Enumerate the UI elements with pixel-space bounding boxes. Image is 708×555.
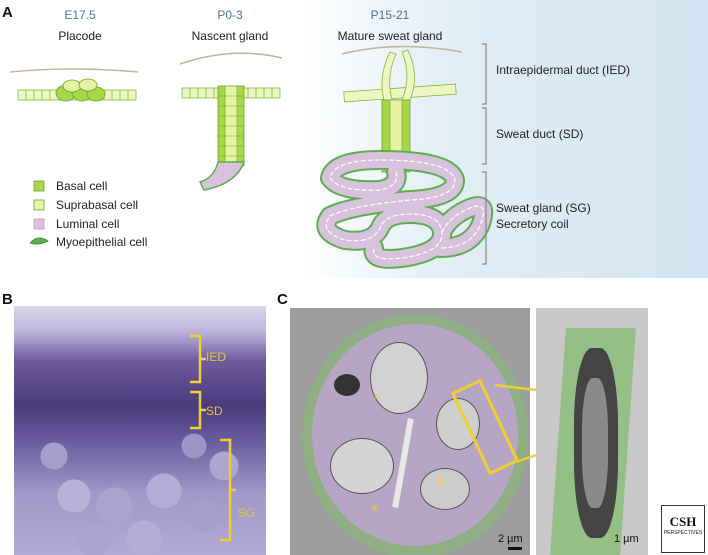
asterisk-1: * xyxy=(374,392,381,408)
region-label-sd: Sweat duct (SD) xyxy=(496,127,584,141)
placode-cells xyxy=(17,78,137,102)
region-label-secretory-coil: Secretory coil xyxy=(496,217,569,231)
panel-c-em-image-left xyxy=(290,308,530,555)
mature-skin-surface xyxy=(341,45,463,55)
panel-letter-b: B xyxy=(2,291,13,308)
bracket-sg xyxy=(220,438,236,542)
region-label-ied: Intraepidermal duct (IED) xyxy=(496,63,631,77)
title-placode: Placode xyxy=(58,29,102,43)
panel-letter-a: A xyxy=(2,4,13,21)
asterisk-2: * xyxy=(437,476,444,492)
stage-p0-3: P0-3 xyxy=(217,8,243,22)
zoom-box xyxy=(450,378,520,476)
zoom-line-bottom xyxy=(515,453,537,464)
title-mature-sweat-gland: Mature sweat gland xyxy=(337,29,443,43)
nascent-gland-cells xyxy=(181,85,281,191)
scale-label-1um: 1 µm xyxy=(614,533,639,545)
region-label-sg: Sweat gland (SG) xyxy=(496,201,591,215)
region-brackets xyxy=(482,43,487,265)
legend-swatch-myoepithelial xyxy=(29,237,49,245)
stage-e17-5: E17.5 xyxy=(64,8,96,22)
photo-label-ied: IED xyxy=(206,350,227,364)
csh-perspectives-logo: CSH PERSPECTIVES xyxy=(661,505,705,553)
legend-swatch-suprabasal xyxy=(33,199,45,211)
legend-basal-cell: Basal cell xyxy=(56,179,108,193)
logo-text-csh: CSH xyxy=(669,514,697,529)
scale-label-2um: 2 µm xyxy=(498,533,523,545)
mature-epidermis-cells xyxy=(343,83,457,103)
panel-b-histology-image xyxy=(14,306,266,555)
logo-text-perspectives: PERSPECTIVES xyxy=(663,530,703,536)
title-nascent-gland: Nascent gland xyxy=(191,29,269,43)
bracket-sd xyxy=(190,390,206,430)
legend-luminal-cell: Luminal cell xyxy=(56,217,120,231)
legend-myoepithelial-cell: Myoepithelial cell xyxy=(56,235,148,249)
scale-bar-left xyxy=(508,547,522,550)
legend-suprabasal-cell: Suprabasal cell xyxy=(56,198,139,212)
photo-label-sg: SG xyxy=(238,506,256,520)
stage-p15-21: P15-21 xyxy=(370,8,410,22)
zoom-line-top xyxy=(494,383,537,392)
placode-skin-surface xyxy=(9,68,139,73)
panel-a-diagram xyxy=(9,43,494,269)
mature-ied-duct xyxy=(381,49,415,101)
mature-secretory-coil xyxy=(316,150,494,269)
legend-swatch-luminal xyxy=(33,218,45,230)
panel-c-em-image-right xyxy=(536,308,648,555)
bracket-ied xyxy=(190,334,206,384)
panel-letter-c: C xyxy=(277,291,288,308)
legend-swatch-basal xyxy=(33,180,45,192)
photo-label-sd: SD xyxy=(206,404,223,418)
asterisk-3: * xyxy=(371,503,378,519)
nascent-skin-surface xyxy=(179,52,283,65)
